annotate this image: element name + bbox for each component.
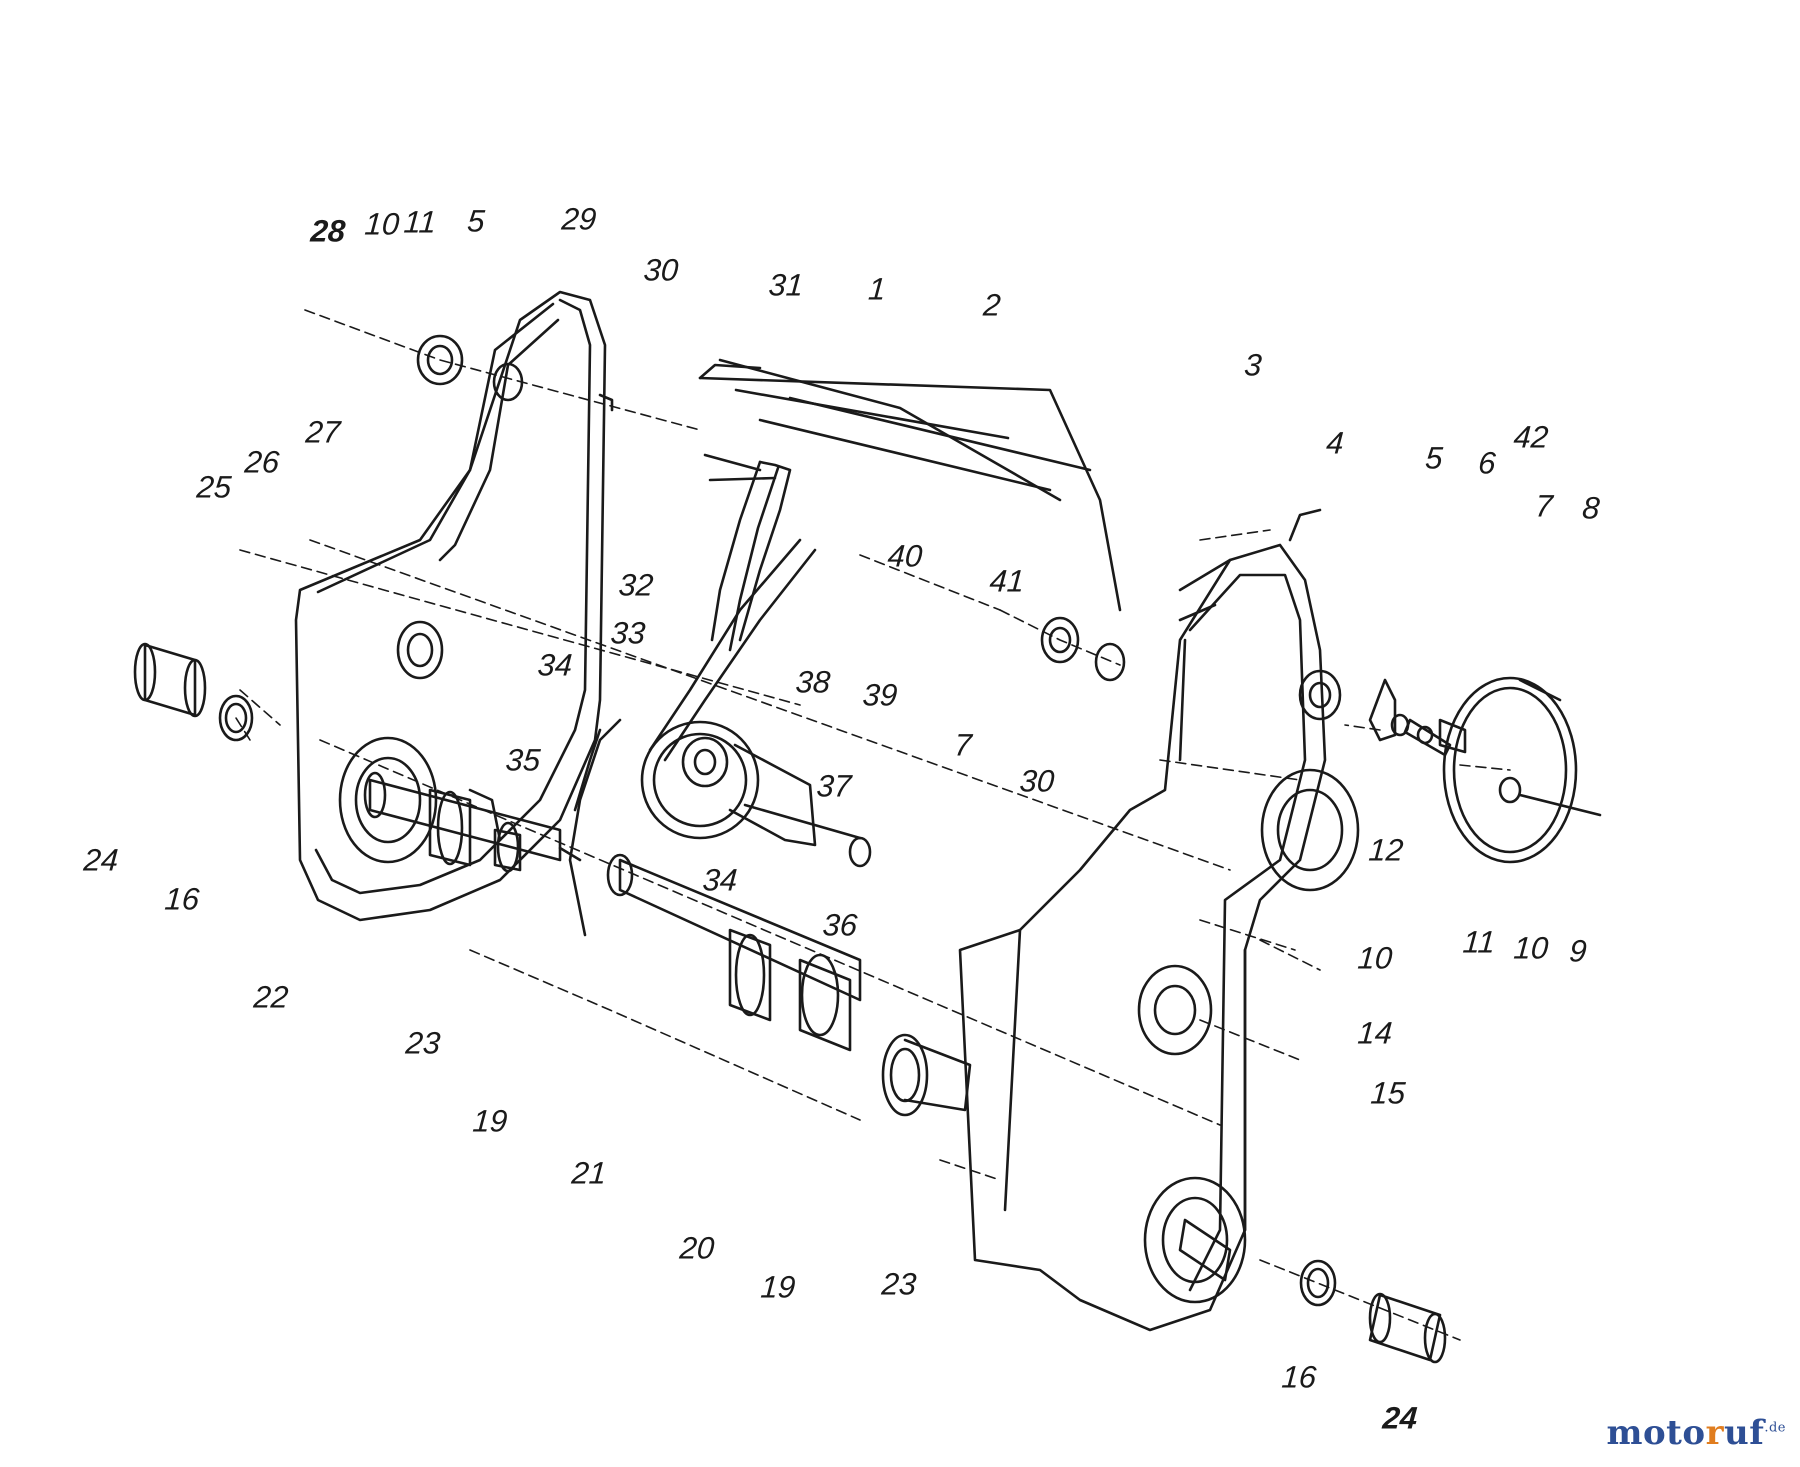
callout-21: 21 <box>570 1155 608 1191</box>
callout-30-mid: 30 <box>1018 763 1056 799</box>
callout-5-right: 5 <box>1424 440 1444 476</box>
callout-22: 22 <box>252 979 290 1015</box>
right-gearbox-housing <box>958 508 1360 1332</box>
sprockets <box>568 718 872 937</box>
callout-10: 10 <box>363 206 401 242</box>
callout-38: 38 <box>794 664 832 700</box>
motoruf-watermark: motoruf.de <box>1607 1413 1786 1453</box>
callout-12: 12 <box>1367 832 1405 868</box>
callout-19: 19 <box>471 1103 509 1139</box>
watermark-part-3: uf <box>1723 1413 1765 1453</box>
callout-7-mid: 7 <box>953 727 973 763</box>
callout-30: 30 <box>642 252 680 288</box>
callout-39: 39 <box>861 677 899 713</box>
callout-25: 25 <box>195 469 233 505</box>
callout-23: 23 <box>404 1025 442 1061</box>
callout-10-wheel: 10 <box>1512 930 1550 966</box>
callout-10-right: 10 <box>1356 940 1394 976</box>
callout-19-lower: 19 <box>759 1269 797 1305</box>
watermark-part-4: .de <box>1764 1420 1786 1436</box>
left-shaft-assembly <box>363 771 582 873</box>
callout-36: 36 <box>821 907 859 943</box>
callout-34-lower: 34 <box>701 862 739 898</box>
callout-24: 24 <box>82 842 120 878</box>
callout-32: 32 <box>617 567 655 603</box>
callout-29: 29 <box>560 201 598 237</box>
callout-24-lower: 24 <box>1381 1400 1419 1436</box>
callout-5: 5 <box>466 203 486 239</box>
callout-16: 16 <box>163 881 201 917</box>
callout-16-lower: 16 <box>1280 1359 1318 1395</box>
drive-chain <box>648 453 817 762</box>
callout-27: 27 <box>304 414 342 450</box>
callout-7: 7 <box>1534 488 1554 524</box>
callout-8: 8 <box>1581 490 1601 526</box>
callout-9: 9 <box>1568 933 1588 969</box>
watermark-part-2: r <box>1705 1413 1724 1453</box>
callout-20: 20 <box>678 1230 716 1266</box>
callout-26: 26 <box>243 444 281 480</box>
callout-33: 33 <box>609 615 647 651</box>
callout-35: 35 <box>504 742 542 778</box>
end-couplers <box>133 334 1447 1364</box>
callout-37: 37 <box>815 768 853 804</box>
callout-42: 42 <box>1512 419 1550 455</box>
leader-lines <box>235 309 1511 1341</box>
right-wheel-disc <box>1368 676 1602 864</box>
watermark-part-1: moto <box>1606 1413 1706 1453</box>
callout-31: 31 <box>767 267 805 303</box>
callout-40: 40 <box>886 538 924 574</box>
callout-23-lower: 23 <box>880 1266 918 1302</box>
cross-rods <box>698 358 1122 612</box>
callout-11: 11 <box>402 204 438 240</box>
callout-1: 1 <box>867 271 887 307</box>
lower-main-shaft <box>606 853 972 1117</box>
left-side-plate <box>294 290 614 922</box>
callout-2: 2 <box>982 287 1002 323</box>
callout-3: 3 <box>1243 347 1263 383</box>
callout-14: 14 <box>1356 1015 1394 1051</box>
callout-11-right: 11 <box>1461 924 1497 960</box>
callout-6: 6 <box>1477 445 1497 481</box>
callout-34: 34 <box>536 647 574 683</box>
callout-4: 4 <box>1325 425 1345 461</box>
callout-15: 15 <box>1369 1075 1407 1111</box>
callout-41: 41 <box>988 563 1026 599</box>
callout-28: 28 <box>309 213 347 249</box>
